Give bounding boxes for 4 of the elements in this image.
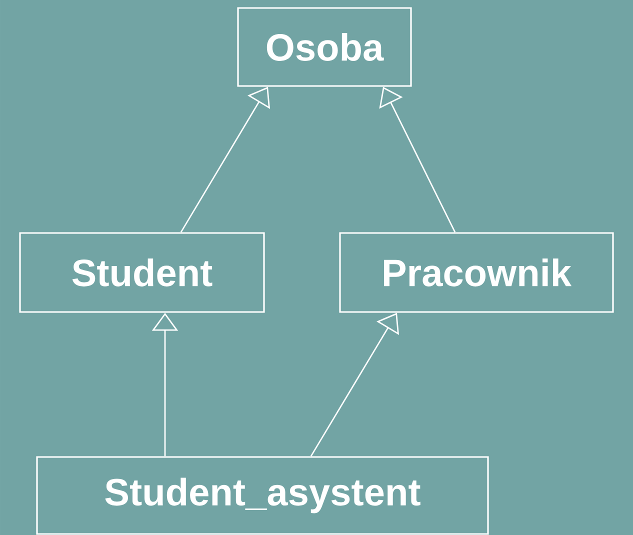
class-box: Student [19, 232, 265, 313]
class-box: Osoba [237, 7, 412, 87]
class-box: Student_asystent [36, 456, 489, 535]
class-box: Pracownik [339, 232, 614, 313]
